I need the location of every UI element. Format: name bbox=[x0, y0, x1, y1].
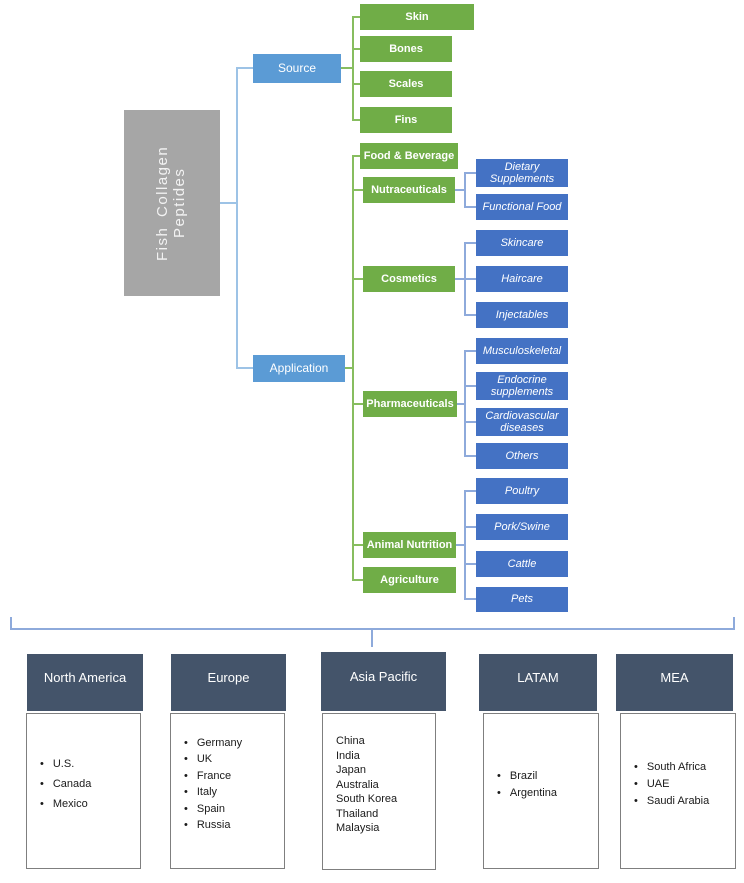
connector bbox=[464, 206, 476, 208]
connector bbox=[457, 403, 465, 405]
haircare-node: Haircare bbox=[476, 266, 568, 292]
country-item: U.S. bbox=[40, 758, 138, 770]
connector bbox=[464, 242, 476, 244]
connector bbox=[455, 189, 465, 191]
connector bbox=[352, 155, 354, 581]
root-node-label: Fish Collagen Peptides bbox=[154, 145, 188, 261]
fins-node: Fins bbox=[360, 107, 452, 133]
musculoskeletal-node: Musculoskeletal bbox=[476, 338, 568, 364]
connector bbox=[464, 172, 476, 174]
brace-center-tick bbox=[371, 628, 373, 647]
country-item: South Korea bbox=[336, 793, 398, 805]
region-header-north-america: North America bbox=[27, 654, 143, 711]
connector bbox=[464, 563, 476, 565]
connector bbox=[236, 67, 238, 369]
connector bbox=[352, 16, 354, 121]
connector bbox=[341, 67, 353, 69]
skin-node: Skin bbox=[360, 4, 474, 30]
brace-left-tick bbox=[10, 617, 12, 629]
connector bbox=[455, 278, 465, 280]
country-item: Saudi Arabia bbox=[634, 795, 733, 807]
connector bbox=[464, 490, 466, 600]
country-item: Japan bbox=[336, 764, 366, 776]
region-list-mea: South Africa UAE Saudi Arabia bbox=[620, 713, 736, 869]
connector bbox=[464, 314, 476, 316]
region-header-asia-pacific: Asia Pacific bbox=[321, 652, 446, 711]
connector bbox=[464, 278, 476, 280]
connector bbox=[464, 350, 476, 352]
connector bbox=[352, 403, 363, 405]
injectables-node: Injectables bbox=[476, 302, 568, 328]
connector bbox=[464, 526, 476, 528]
connector bbox=[352, 189, 363, 191]
connector bbox=[464, 350, 466, 457]
connector bbox=[352, 544, 363, 546]
country-item: South Africa bbox=[634, 761, 733, 773]
others-node: Others bbox=[476, 443, 568, 469]
country-item: France bbox=[184, 770, 282, 782]
country-item: Argentina bbox=[497, 787, 596, 799]
region-list-north-america: U.S. Canada Mexico bbox=[26, 713, 141, 869]
connector bbox=[352, 16, 360, 18]
country-item: Thailand bbox=[336, 807, 379, 820]
country-item: UAE bbox=[634, 778, 733, 790]
region-header-mea: MEA bbox=[616, 654, 733, 711]
region-header-europe: Europe bbox=[171, 654, 286, 711]
connector bbox=[345, 367, 353, 369]
connector bbox=[464, 598, 476, 600]
country-item: Germany bbox=[184, 737, 282, 749]
connector bbox=[464, 490, 476, 492]
pets-node: Pets bbox=[476, 587, 568, 612]
connector bbox=[352, 119, 360, 121]
cattle-node: Cattle bbox=[476, 551, 568, 577]
cosmetics-node: Cosmetics bbox=[363, 266, 455, 292]
connector bbox=[464, 385, 476, 387]
endocrine-supplements-node: Endocrine supplements bbox=[476, 372, 568, 400]
cardiovascular-diseases-node: Cardiovascular diseases bbox=[476, 408, 568, 436]
country-item: India bbox=[336, 749, 360, 762]
country-item: Mexico bbox=[40, 798, 138, 810]
agriculture-node: Agriculture bbox=[363, 567, 456, 593]
region-list-asia-pacific: China India Japan Australia South Korea … bbox=[322, 713, 436, 870]
connector bbox=[464, 421, 476, 423]
connector bbox=[464, 172, 466, 208]
region-list-europe: Germany UK France Italy Spain Russia bbox=[170, 713, 285, 869]
brace-right-tick bbox=[733, 617, 735, 629]
connector bbox=[236, 67, 253, 69]
application-branch-node: Application bbox=[253, 355, 345, 382]
country-item: Canada bbox=[40, 778, 138, 790]
connector bbox=[352, 155, 360, 157]
poultry-node: Poultry bbox=[476, 478, 568, 504]
connector bbox=[236, 367, 253, 369]
source-branch-node: Source bbox=[253, 54, 341, 83]
pork-swine-node: Pork/Swine bbox=[476, 514, 568, 540]
food-beverage-node: Food & Beverage bbox=[360, 143, 458, 169]
connector bbox=[352, 579, 363, 581]
connector bbox=[352, 48, 360, 50]
region-list-latam: Brazil Argentina bbox=[483, 713, 599, 869]
bones-node: Bones bbox=[360, 36, 452, 62]
country-item: Malaysia bbox=[336, 822, 380, 834]
connector bbox=[352, 83, 360, 85]
region-header-latam: LATAM bbox=[479, 654, 597, 711]
country-item: Italy bbox=[184, 786, 282, 798]
skincare-node: Skincare bbox=[476, 230, 568, 256]
nutraceuticals-node: Nutraceuticals bbox=[363, 177, 455, 203]
root-node-fish-collagen-peptides: Fish Collagen Peptides bbox=[124, 110, 220, 296]
connector bbox=[464, 455, 476, 457]
connector bbox=[220, 202, 237, 204]
country-item: Spain bbox=[184, 803, 282, 815]
pharmaceuticals-node: Pharmaceuticals bbox=[363, 391, 457, 417]
scales-node: Scales bbox=[360, 71, 452, 97]
country-item: Australia bbox=[336, 778, 379, 791]
country-item: UK bbox=[184, 753, 282, 765]
functional-food-node: Functional Food bbox=[476, 194, 568, 220]
country-item: Russia bbox=[184, 819, 282, 831]
animal-nutrition-node: Animal Nutrition bbox=[363, 532, 456, 558]
connector bbox=[456, 544, 465, 546]
connector bbox=[352, 278, 363, 280]
country-item: Brazil bbox=[497, 770, 596, 782]
country-item: China bbox=[336, 735, 365, 747]
dietary-supplements-node: Dietary Supplements bbox=[476, 159, 568, 187]
